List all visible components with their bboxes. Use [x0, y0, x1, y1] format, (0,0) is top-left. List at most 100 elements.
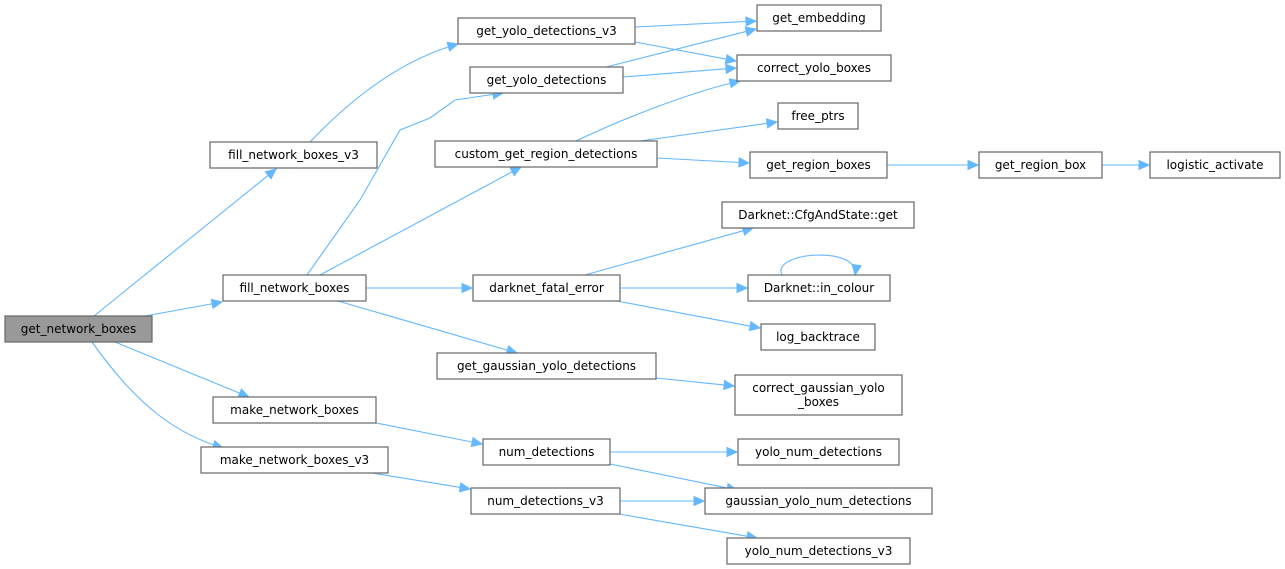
arrowhead-icon	[446, 41, 460, 52]
node-box[interactable]	[721, 201, 915, 229]
node-box[interactable]	[436, 352, 657, 380]
node-box[interactable]	[704, 487, 933, 515]
node-box[interactable]	[434, 140, 658, 168]
edge-line	[319, 170, 514, 276]
edge-line	[639, 122, 769, 142]
edge-line	[371, 472, 462, 489]
edge-line	[584, 229, 745, 276]
edge-line	[780, 254, 856, 276]
node-box[interactable]	[209, 141, 378, 169]
arrowhead-icon	[725, 63, 738, 75]
node-yolo-num-detections[interactable]: yolo_num_detections	[737, 438, 900, 466]
edge-make_network_boxes_v3-to-num_detections_v3	[371, 472, 472, 493]
node-get-region-box[interactable]: get_region_box	[978, 151, 1103, 179]
node-label: num_detections	[499, 445, 595, 459]
edge-get_network_boxes-to-make_network_boxes	[114, 341, 251, 398]
node-gaussian-yolo-num-detections[interactable]: gaussian_yolo_num_detections	[704, 487, 933, 515]
edge-custom_get_region_detections-to-free_ptrs	[639, 118, 779, 142]
node-box[interactable]	[212, 396, 377, 424]
node-box[interactable]	[222, 274, 367, 302]
arrowhead-icon	[726, 446, 739, 458]
node-box[interactable]	[1149, 151, 1281, 179]
node-box[interactable]	[747, 274, 891, 302]
node-label: get_gaussian_yolo_detections	[457, 359, 636, 373]
edge-get_yolo_detections_v3-to-get_embedding	[634, 16, 758, 28]
node-box[interactable]	[457, 17, 636, 45]
arrowhead-icon	[967, 159, 980, 171]
node-box[interactable]	[200, 446, 389, 474]
node-log-backtrace[interactable]: log_backtrace	[760, 323, 876, 351]
node-label: gaussian_yolo_num_detections	[725, 494, 911, 508]
node-get-yolo-detections[interactable]: get_yolo_detections	[469, 66, 624, 94]
node-fill-network-boxes[interactable]: fill_network_boxes	[222, 274, 367, 302]
edge-line	[144, 303, 214, 317]
edge-line	[337, 300, 509, 352]
node-get-region-boxes[interactable]: get_region_boxes	[749, 151, 888, 179]
node-label: fill_network_boxes_v3	[228, 148, 359, 162]
edge-line	[93, 174, 270, 317]
edge-line	[605, 30, 748, 68]
node-logistic-activate[interactable]: logistic_activate	[1149, 151, 1281, 179]
edge-get_network_boxes-to-make_network_boxes_v3	[91, 341, 225, 451]
node-box[interactable]	[736, 54, 892, 82]
arrowhead-icon	[461, 282, 474, 294]
edge-line	[616, 300, 752, 327]
node-fill-network-boxes-v3[interactable]: fill_network_boxes_v3	[209, 141, 378, 169]
edge-fill_network_boxes_v3-to-get_yolo_detections_v3	[309, 41, 460, 143]
node-label: get_region_box	[995, 158, 1086, 172]
node-num-detections-v3[interactable]: num_detections_v3	[470, 487, 621, 515]
arrowhead-icon	[458, 482, 472, 493]
node-get-network-boxes[interactable]: get_network_boxes	[4, 315, 153, 343]
node-box[interactable]	[777, 102, 859, 130]
node-get-yolo-detections-v3[interactable]: get_yolo_detections_v3	[457, 17, 636, 45]
node-make-network-boxes[interactable]: make_network_boxes	[212, 396, 377, 424]
node-box[interactable]	[978, 151, 1103, 179]
node-box[interactable]	[726, 537, 911, 565]
node-box[interactable]	[470, 487, 621, 515]
node-label: darknet_fatal_error	[489, 281, 604, 295]
node-label: Darknet::CfgAndState::get	[738, 208, 898, 222]
node-in-colour[interactable]: Darknet::in_colour	[747, 274, 891, 302]
edge-line	[309, 43, 459, 143]
node-get-embedding[interactable]: get_embedding	[756, 4, 882, 32]
edge-line	[114, 341, 241, 395]
node-box[interactable]	[756, 4, 882, 32]
node-box[interactable]	[749, 151, 888, 179]
node-yolo-num-detections-v3[interactable]: yolo_num_detections_v3	[726, 537, 911, 565]
node-free-ptrs[interactable]: free_ptrs	[777, 102, 859, 130]
node-box[interactable]	[482, 438, 611, 466]
node-correct-yolo-boxes[interactable]: correct_yolo_boxes	[736, 54, 892, 82]
node-box[interactable]	[734, 374, 903, 416]
arrowhead-icon	[237, 388, 251, 398]
node-make-network-boxes-v3[interactable]: make_network_boxes_v3	[200, 446, 389, 474]
node-box[interactable]	[469, 66, 624, 94]
arrowhead-icon	[1138, 159, 1151, 171]
node-label: correct_gaussian_yolo	[752, 381, 885, 395]
edge-line	[609, 463, 729, 489]
edge-get_yolo_detections-to-correct_yolo_boxes	[622, 63, 738, 78]
node-cfg-and-state-get[interactable]: Darknet::CfgAndState::get	[721, 201, 915, 229]
node-box[interactable]	[737, 438, 900, 466]
edge-get_region_box-to-logistic_activate	[1102, 159, 1151, 171]
edge-get_network_boxes-to-fill_network_boxes	[144, 298, 224, 317]
node-label: make_network_boxes_v3	[220, 453, 369, 467]
edge-fill_network_boxes-to-darknet_fatal_error	[366, 282, 474, 294]
node-label: Darknet::in_colour	[764, 281, 874, 295]
node-custom-get-region-detections[interactable]: custom_get_region_detections	[434, 140, 658, 168]
arrowhead-icon	[693, 495, 706, 507]
node-box[interactable]	[4, 315, 153, 343]
edge-custom_get_region_detections-to-get_region_boxes	[656, 157, 751, 168]
edge-line	[306, 92, 504, 276]
node-num-detections[interactable]: num_detections	[482, 438, 611, 466]
edge-line	[575, 80, 741, 142]
node-box[interactable]	[472, 274, 621, 302]
node-correct-gaussian-yolo-boxes[interactable]: correct_gaussian_yolo_boxes	[734, 374, 903, 416]
arrowhead-icon	[723, 379, 736, 391]
node-get-gaussian-yolo-detections[interactable]: get_gaussian_yolo_detections	[436, 352, 657, 380]
node-box[interactable]	[760, 323, 876, 351]
arrowhead-icon	[765, 118, 779, 129]
edge-num_detections_v3-to-gaussian_yolo_num_detections	[620, 495, 706, 507]
edge-darknet_fatal_error-to-cfg_and_state_get	[584, 225, 755, 276]
node-darknet-fatal-error[interactable]: darknet_fatal_error	[472, 274, 621, 302]
arrowhead-icon	[470, 436, 484, 448]
